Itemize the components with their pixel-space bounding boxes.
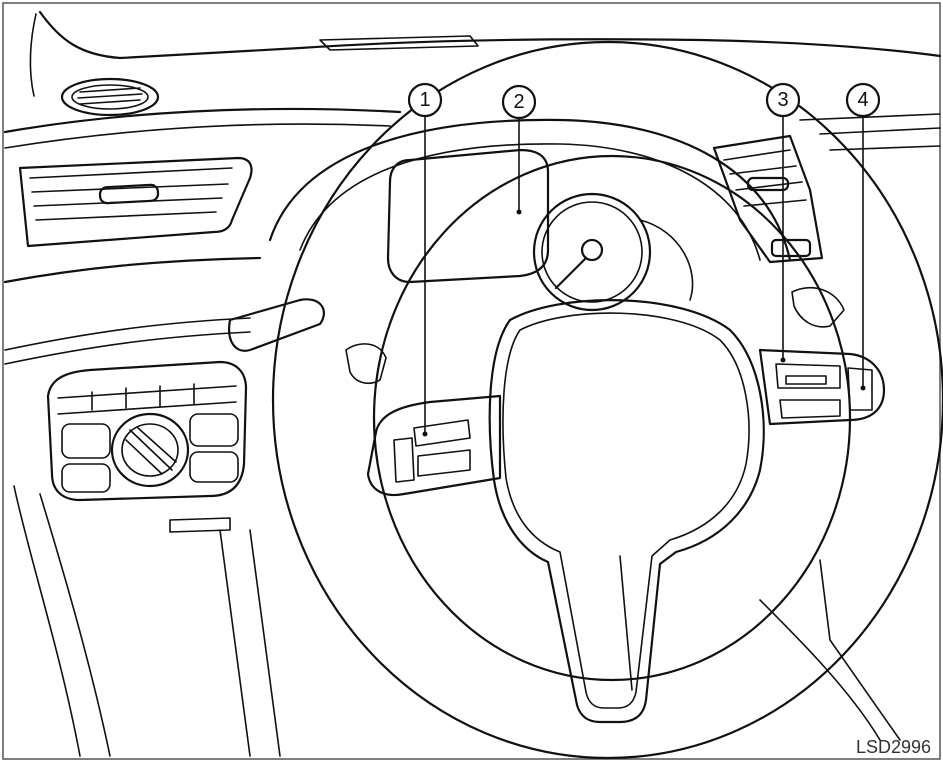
left-air-vent (18, 156, 253, 248)
light-switch-panel (46, 360, 248, 533)
callout-2: 2 (501, 84, 537, 120)
callout-4-label: 4 (857, 89, 868, 111)
callout-1: 1 (407, 82, 443, 118)
lower-dash (13, 485, 901, 757)
callout-3-label: 3 (777, 89, 788, 111)
steering-wheel-hub (366, 299, 886, 724)
instrument-cluster (268, 118, 792, 312)
stalk (228, 286, 845, 385)
callout-2-label: 2 (513, 91, 524, 113)
callout-leaders (422, 116, 866, 437)
callout-3: 3 (765, 82, 801, 118)
callout-1-label: 1 (419, 89, 430, 111)
callout-4: 4 (845, 82, 881, 118)
steering-wheel-rim (272, 41, 943, 759)
right-air-vent (712, 134, 824, 264)
round-side-vent (60, 77, 160, 117)
figure-code: LSD2996 (855, 737, 931, 757)
